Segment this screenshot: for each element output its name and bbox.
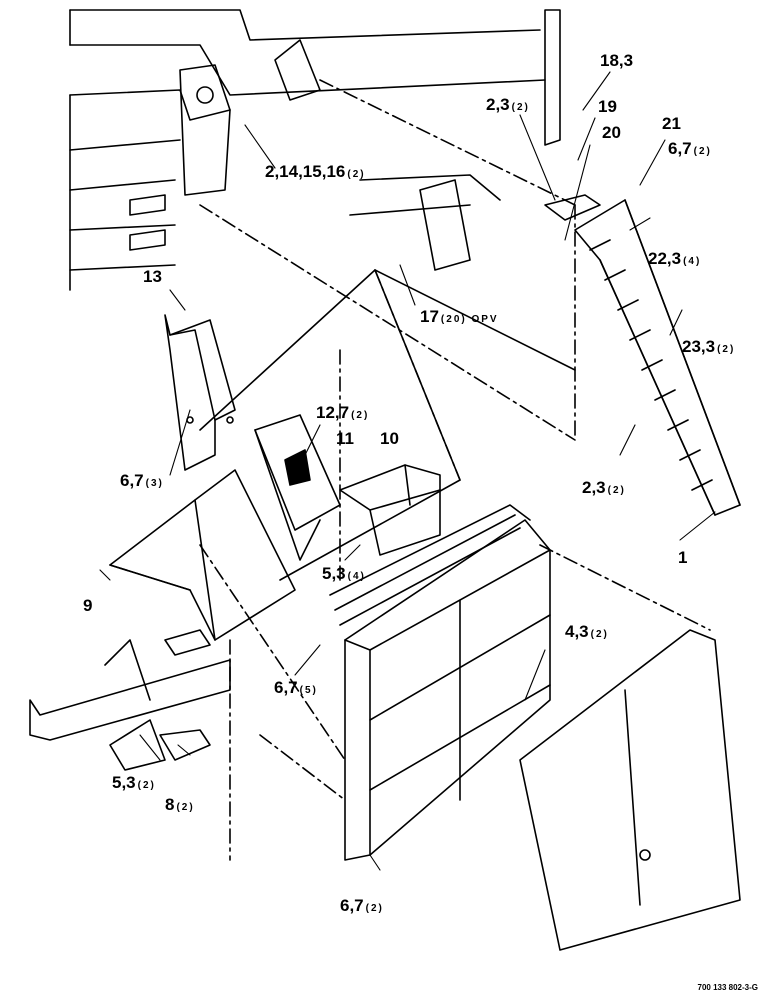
callout-23-3-number: 23,3 — [682, 337, 716, 356]
callout-2-3-top-qty: (2) — [511, 102, 530, 113]
panel-outline-dashed — [199, 79, 711, 861]
callout-23-3: 23,3(2) — [682, 338, 735, 355]
callout-22-3: 22,3(4) — [648, 250, 701, 267]
panel-9 — [109, 469, 296, 641]
callout-12-7: 12,7(2) — [316, 404, 369, 421]
callout-17-number: 17 — [420, 307, 439, 326]
callout-6-7-top-qty: (2) — [693, 146, 712, 157]
callout-6-7-3: 6,7(3) — [120, 472, 164, 489]
bracket-13 — [164, 314, 236, 471]
callout-18-3: 18,3 — [600, 52, 633, 69]
callout-6-7-5-qty: (5) — [299, 685, 318, 696]
callout-5-3-2-number: 5,3 — [112, 773, 136, 792]
callout-10-number: 10 — [380, 429, 399, 448]
callout-2-3-top-number: 2,3 — [486, 95, 510, 114]
callout-17-qty: (20) OPV — [440, 314, 499, 325]
callout-22-3-qty: (4) — [683, 256, 702, 267]
callout-23-3-qty: (2) — [717, 344, 736, 355]
callout-5-3-2-qty: (2) — [137, 780, 156, 791]
callout-1: 1 — [678, 549, 687, 566]
callout-2-3-low: 2,3(2) — [582, 479, 626, 496]
callout-5-3-4: 5,3(4) — [322, 565, 366, 582]
callout-6-7-3-qty: (3) — [145, 478, 164, 489]
callout-11: 11 — [336, 430, 354, 447]
callout-2-14-15-16-qty: (2) — [347, 169, 366, 180]
callout-9-number: 9 — [83, 596, 93, 615]
callout-6-7-bottom: 6,7(2) — [340, 897, 384, 914]
callout-20: 20 — [602, 124, 621, 141]
callout-19: 19 — [598, 98, 617, 115]
callout-6-7-top-number: 6,7 — [668, 139, 692, 158]
callout-6-7-bottom-number: 6,7 — [340, 896, 364, 915]
leader-lines — [99, 71, 716, 871]
callout-6-7-top: 6,7(2) — [668, 140, 712, 157]
callout-2-3-top: 2,3(2) — [486, 96, 530, 113]
block-10 — [339, 464, 441, 556]
callout-18-3-number: 18,3 — [600, 51, 634, 70]
callout-4-3: 4,3(2) — [565, 623, 609, 640]
callout-6-7-5: 6,7(5) — [274, 679, 318, 696]
callout-9: 9 — [83, 597, 92, 614]
callout-13: 13 — [143, 268, 162, 285]
callout-2-3-low-number: 2,3 — [582, 478, 606, 497]
callout-2-3-low-qty: (2) — [607, 485, 626, 496]
panel-11 — [254, 414, 341, 561]
callout-6-7-3-number: 6,7 — [120, 471, 144, 490]
callout-1-number: 1 — [678, 548, 688, 567]
callout-2-14-15-16: 2,14,15,16(2) — [265, 163, 366, 180]
callout-4-3-number: 4,3 — [565, 622, 589, 641]
callout-22-3-number: 22,3 — [648, 249, 682, 268]
callout-5-3-4-number: 5,3 — [322, 564, 346, 583]
callout-2-14-15-16-number: 2,14,15,16 — [265, 162, 346, 181]
callout-8-number: 8 — [165, 795, 175, 814]
callout-13-number: 13 — [143, 267, 162, 286]
storage-cabinet — [329, 504, 551, 861]
callout-20-number: 20 — [602, 123, 621, 142]
callout-5-3-2: 5,3(2) — [112, 774, 156, 791]
callout-5-3-4-qty: (4) — [347, 571, 366, 582]
callout-12-7-number: 12,7 — [316, 403, 350, 422]
callout-4-3-qty: (2) — [590, 629, 609, 640]
lower-left-frame — [29, 629, 231, 771]
callout-19-number: 19 — [598, 97, 617, 116]
callout-21-number: 21 — [662, 114, 681, 133]
callout-6-7-bottom-qty: (2) — [365, 903, 384, 914]
callout-10: 10 — [380, 430, 399, 447]
callout-21: 21 — [662, 115, 681, 132]
callout-17: 17(20) OPV — [420, 308, 499, 325]
callout-6-7-5-number: 6,7 — [274, 678, 298, 697]
step-ladder-1 — [544, 194, 741, 516]
machine-frame-background — [69, 9, 561, 291]
upper-panel-sheet — [199, 269, 576, 581]
callout-11-number: 11 — [336, 429, 354, 448]
callout-8: 8(2) — [165, 796, 195, 813]
side-door-panel — [519, 629, 741, 951]
callout-12-7-qty: (2) — [351, 410, 370, 421]
figure-code: 700 133 802-3-G — [697, 983, 759, 992]
callout-8-qty: (2) — [176, 802, 195, 813]
